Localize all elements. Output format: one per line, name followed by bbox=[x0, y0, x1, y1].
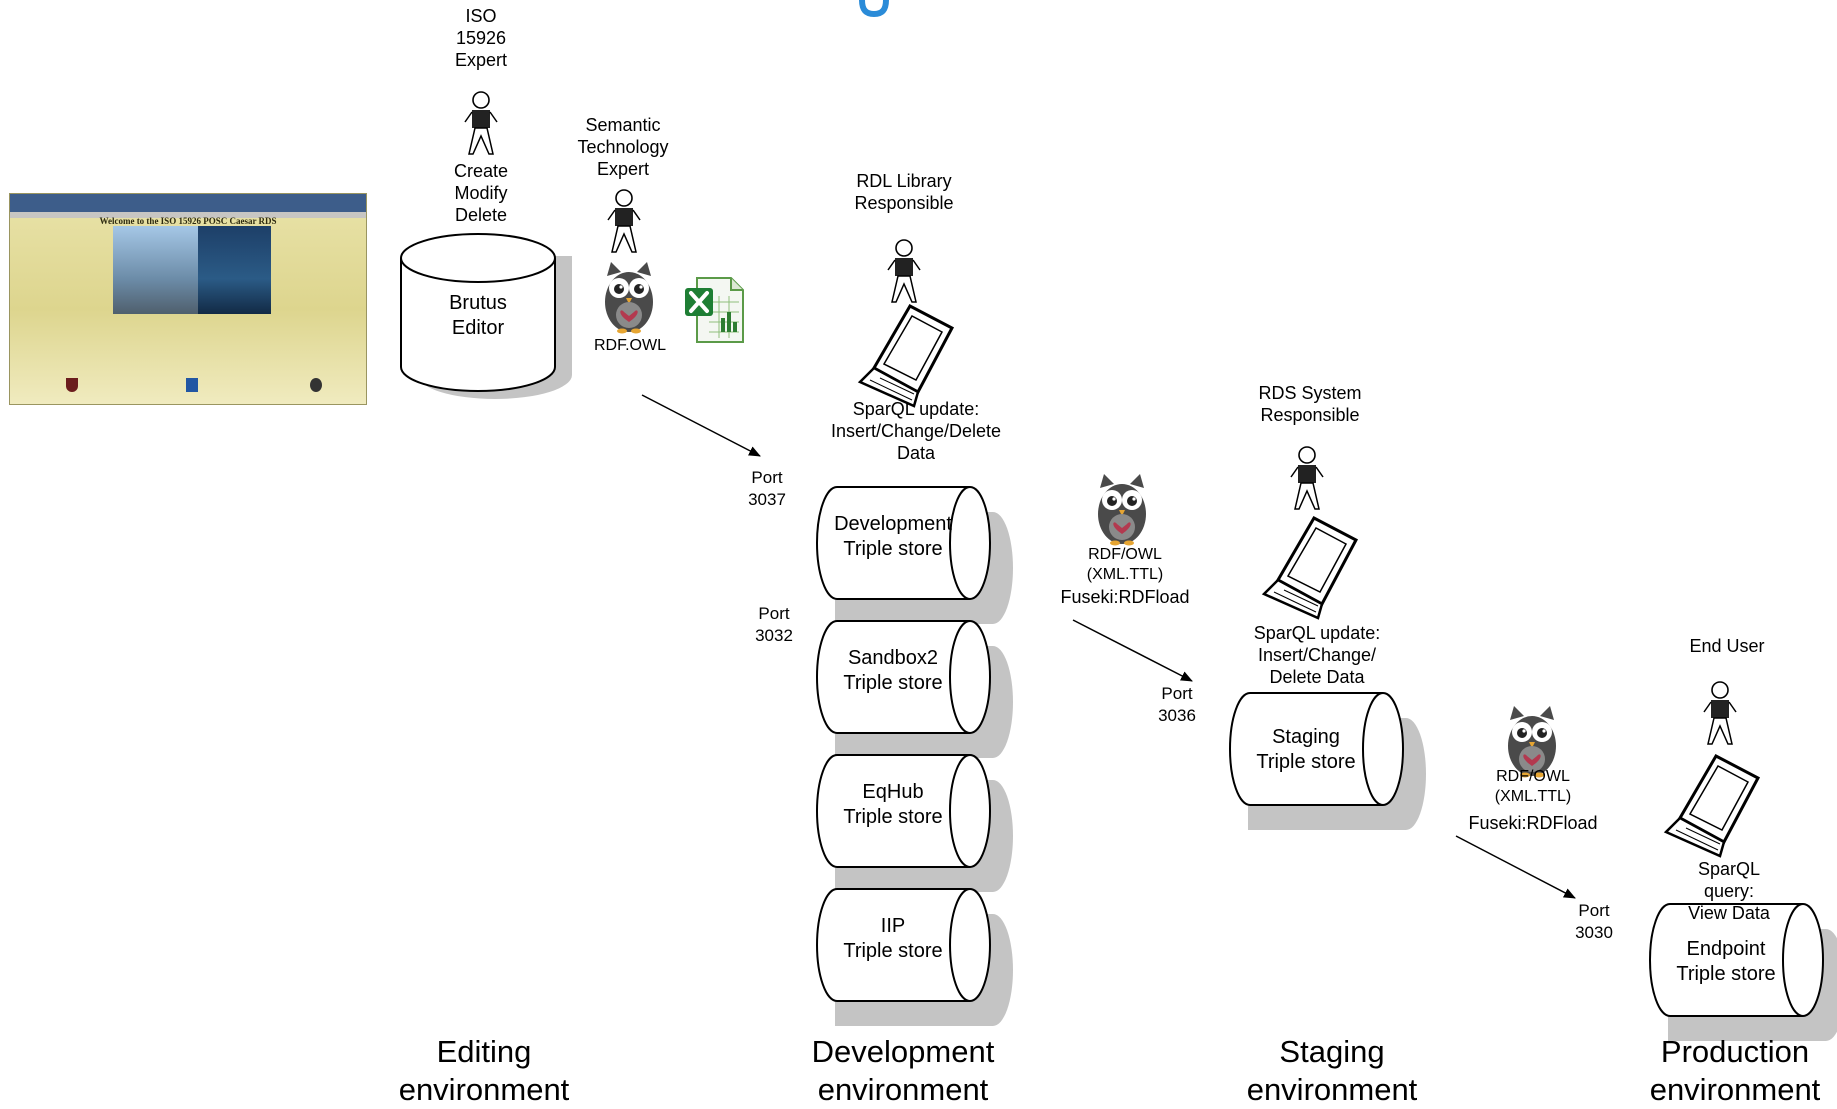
brutus-editor-label: Brutus Editor bbox=[449, 292, 507, 339]
person-iso-expert-icon bbox=[464, 91, 498, 155]
port-3037-label: Port 3037 bbox=[748, 468, 786, 509]
laptop-staging-icon bbox=[1262, 516, 1358, 620]
rdf-owl-label: RDF.OWL bbox=[594, 337, 666, 354]
screenshot-logo-center-icon bbox=[186, 378, 198, 392]
person-rdl-responsible-icon bbox=[887, 239, 921, 303]
owl-rdf-icon bbox=[605, 262, 653, 334]
sparql-update-dev-label: SparQL update: Insert/Change/Delete Data bbox=[830, 399, 1002, 463]
screenshot-logo-right-icon bbox=[310, 378, 322, 392]
sparql-query-label: SparQL query: View Data bbox=[1688, 859, 1770, 923]
development-environment-caption: Development environment bbox=[811, 1034, 995, 1107]
fuseki-staging-label: Fuseki:RDFload bbox=[1060, 587, 1190, 607]
role-end-user: End User bbox=[1689, 636, 1765, 656]
fuseki-production-label: Fuseki:RDFload bbox=[1468, 813, 1598, 833]
screenshot-ship-photo bbox=[113, 226, 198, 314]
rds-screenshot-image: Welcome to the ISO 15926 POSC Caesar RDS bbox=[9, 193, 367, 405]
role-iso-expert: ISO 15926 Expert bbox=[454, 6, 508, 70]
production-environment-caption: Production environment bbox=[1649, 1034, 1821, 1107]
development-store-cylinder bbox=[816, 486, 1013, 624]
title-fragment-glyph bbox=[859, 0, 889, 18]
screenshot-welcome-text: Welcome to the ISO 15926 POSC Caesar RDS bbox=[99, 216, 277, 226]
owl-staging-icon bbox=[1098, 474, 1146, 546]
screenshot-logo-left-icon bbox=[66, 378, 78, 392]
iip-store-label: IIP Triple store bbox=[843, 915, 943, 962]
screenshot-rig-photo bbox=[198, 226, 271, 314]
person-end-user-icon bbox=[1703, 681, 1737, 745]
port-3036-label: Port 3036 bbox=[1158, 684, 1196, 725]
port-3032-label: Port 3032 bbox=[755, 604, 793, 645]
arrow-dev-to-staging bbox=[1072, 619, 1193, 682]
sparql-update-staging-label: SparQL update: Insert/Change/ Delete Dat… bbox=[1253, 623, 1381, 687]
staging-store-cylinder bbox=[1229, 692, 1426, 830]
rdf-owl-production-label: RDF/OWL (XML.TTL) bbox=[1494, 768, 1572, 805]
staging-store-label: Staging Triple store bbox=[1256, 726, 1356, 773]
person-rds-responsible-icon bbox=[1290, 446, 1324, 510]
arrow-editing-to-dev bbox=[641, 394, 761, 457]
sandbox2-store-cylinder bbox=[816, 620, 1013, 758]
eqhub-store-cylinder bbox=[816, 754, 1013, 892]
editing-environment-caption: Editing environment bbox=[398, 1034, 570, 1107]
screenshot-toolbar bbox=[10, 212, 366, 218]
iip-store-cylinder bbox=[816, 888, 1013, 1026]
laptop-production-icon bbox=[1664, 754, 1760, 858]
sandbox2-store-label: Sandbox2 Triple store bbox=[843, 647, 943, 694]
eqhub-store-label: EqHub Triple store bbox=[843, 781, 943, 828]
role-semantic-expert: Semantic Technology Expert bbox=[577, 115, 669, 179]
arrow-staging-to-production bbox=[1455, 835, 1576, 899]
laptop-dev-icon bbox=[858, 304, 954, 408]
endpoint-store-label: Endpoint Triple store bbox=[1676, 938, 1776, 985]
staging-environment-caption: Staging environment bbox=[1246, 1034, 1418, 1107]
create-modify-delete-label: Create Modify Delete bbox=[453, 161, 509, 225]
excel-icon bbox=[685, 277, 744, 343]
endpoint-store-cylinder bbox=[1649, 903, 1837, 1041]
role-rdl-responsible: RDL Library Responsible bbox=[854, 171, 954, 213]
person-semantic-expert-icon bbox=[607, 189, 641, 253]
screenshot-titlebar bbox=[10, 194, 366, 212]
development-store-label: Development Triple store bbox=[834, 513, 952, 560]
rdf-owl-staging-label: RDF/OWL (XML.TTL) bbox=[1086, 546, 1164, 583]
role-rds-responsible: RDS System Responsible bbox=[1258, 383, 1362, 425]
brutus-editor-cylinder bbox=[400, 233, 572, 399]
port-3030-label: Port 3030 bbox=[1575, 901, 1613, 942]
